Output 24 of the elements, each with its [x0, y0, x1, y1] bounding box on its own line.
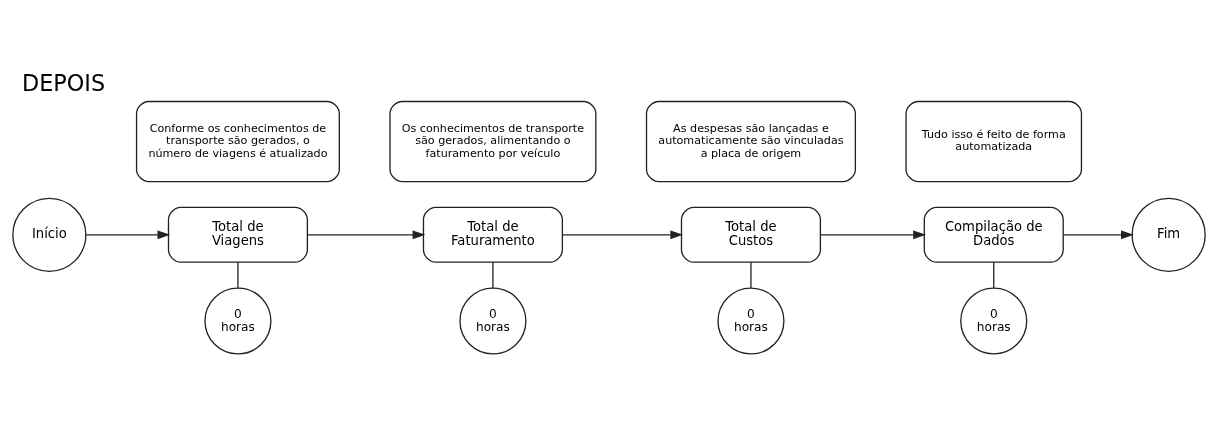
node-box: Tudo isso é feito de forma automatizada: [905, 100, 1083, 183]
node-circle: 0 horas: [960, 287, 1028, 355]
node-box: Compilação de Dados: [923, 206, 1064, 263]
node-circle: Início: [12, 197, 87, 272]
arrow: [1062, 230, 1134, 240]
node-circle: Fim: [1131, 197, 1206, 272]
diagram-title: DEPOIS: [22, 69, 106, 96]
connector: [237, 261, 239, 289]
node-box: Total de Custos: [680, 206, 822, 263]
arrow: [561, 230, 684, 240]
node-circle: 0 horas: [459, 287, 527, 355]
node-box: As despesas são lançadas e automaticamente são vinculadas a placa de origem: [645, 100, 856, 183]
node-box: Total de Faturamento: [422, 206, 563, 263]
node-box: Os conhecimentos de transporte são gerados, alimentando o faturamento por veículo: [389, 100, 597, 183]
node-box: Conforme os conhecimentos de transporte são gerados, o número de viagens é atualizado: [135, 100, 340, 183]
connector: [993, 261, 995, 289]
node-circle: 0 horas: [717, 287, 785, 355]
node-box: Total de Viagens: [167, 206, 309, 263]
arrow: [85, 230, 171, 240]
arrow: [819, 230, 926, 240]
connector: [492, 261, 494, 289]
node-circle: 0 horas: [204, 287, 272, 355]
arrow: [306, 230, 426, 240]
connector: [750, 261, 752, 289]
